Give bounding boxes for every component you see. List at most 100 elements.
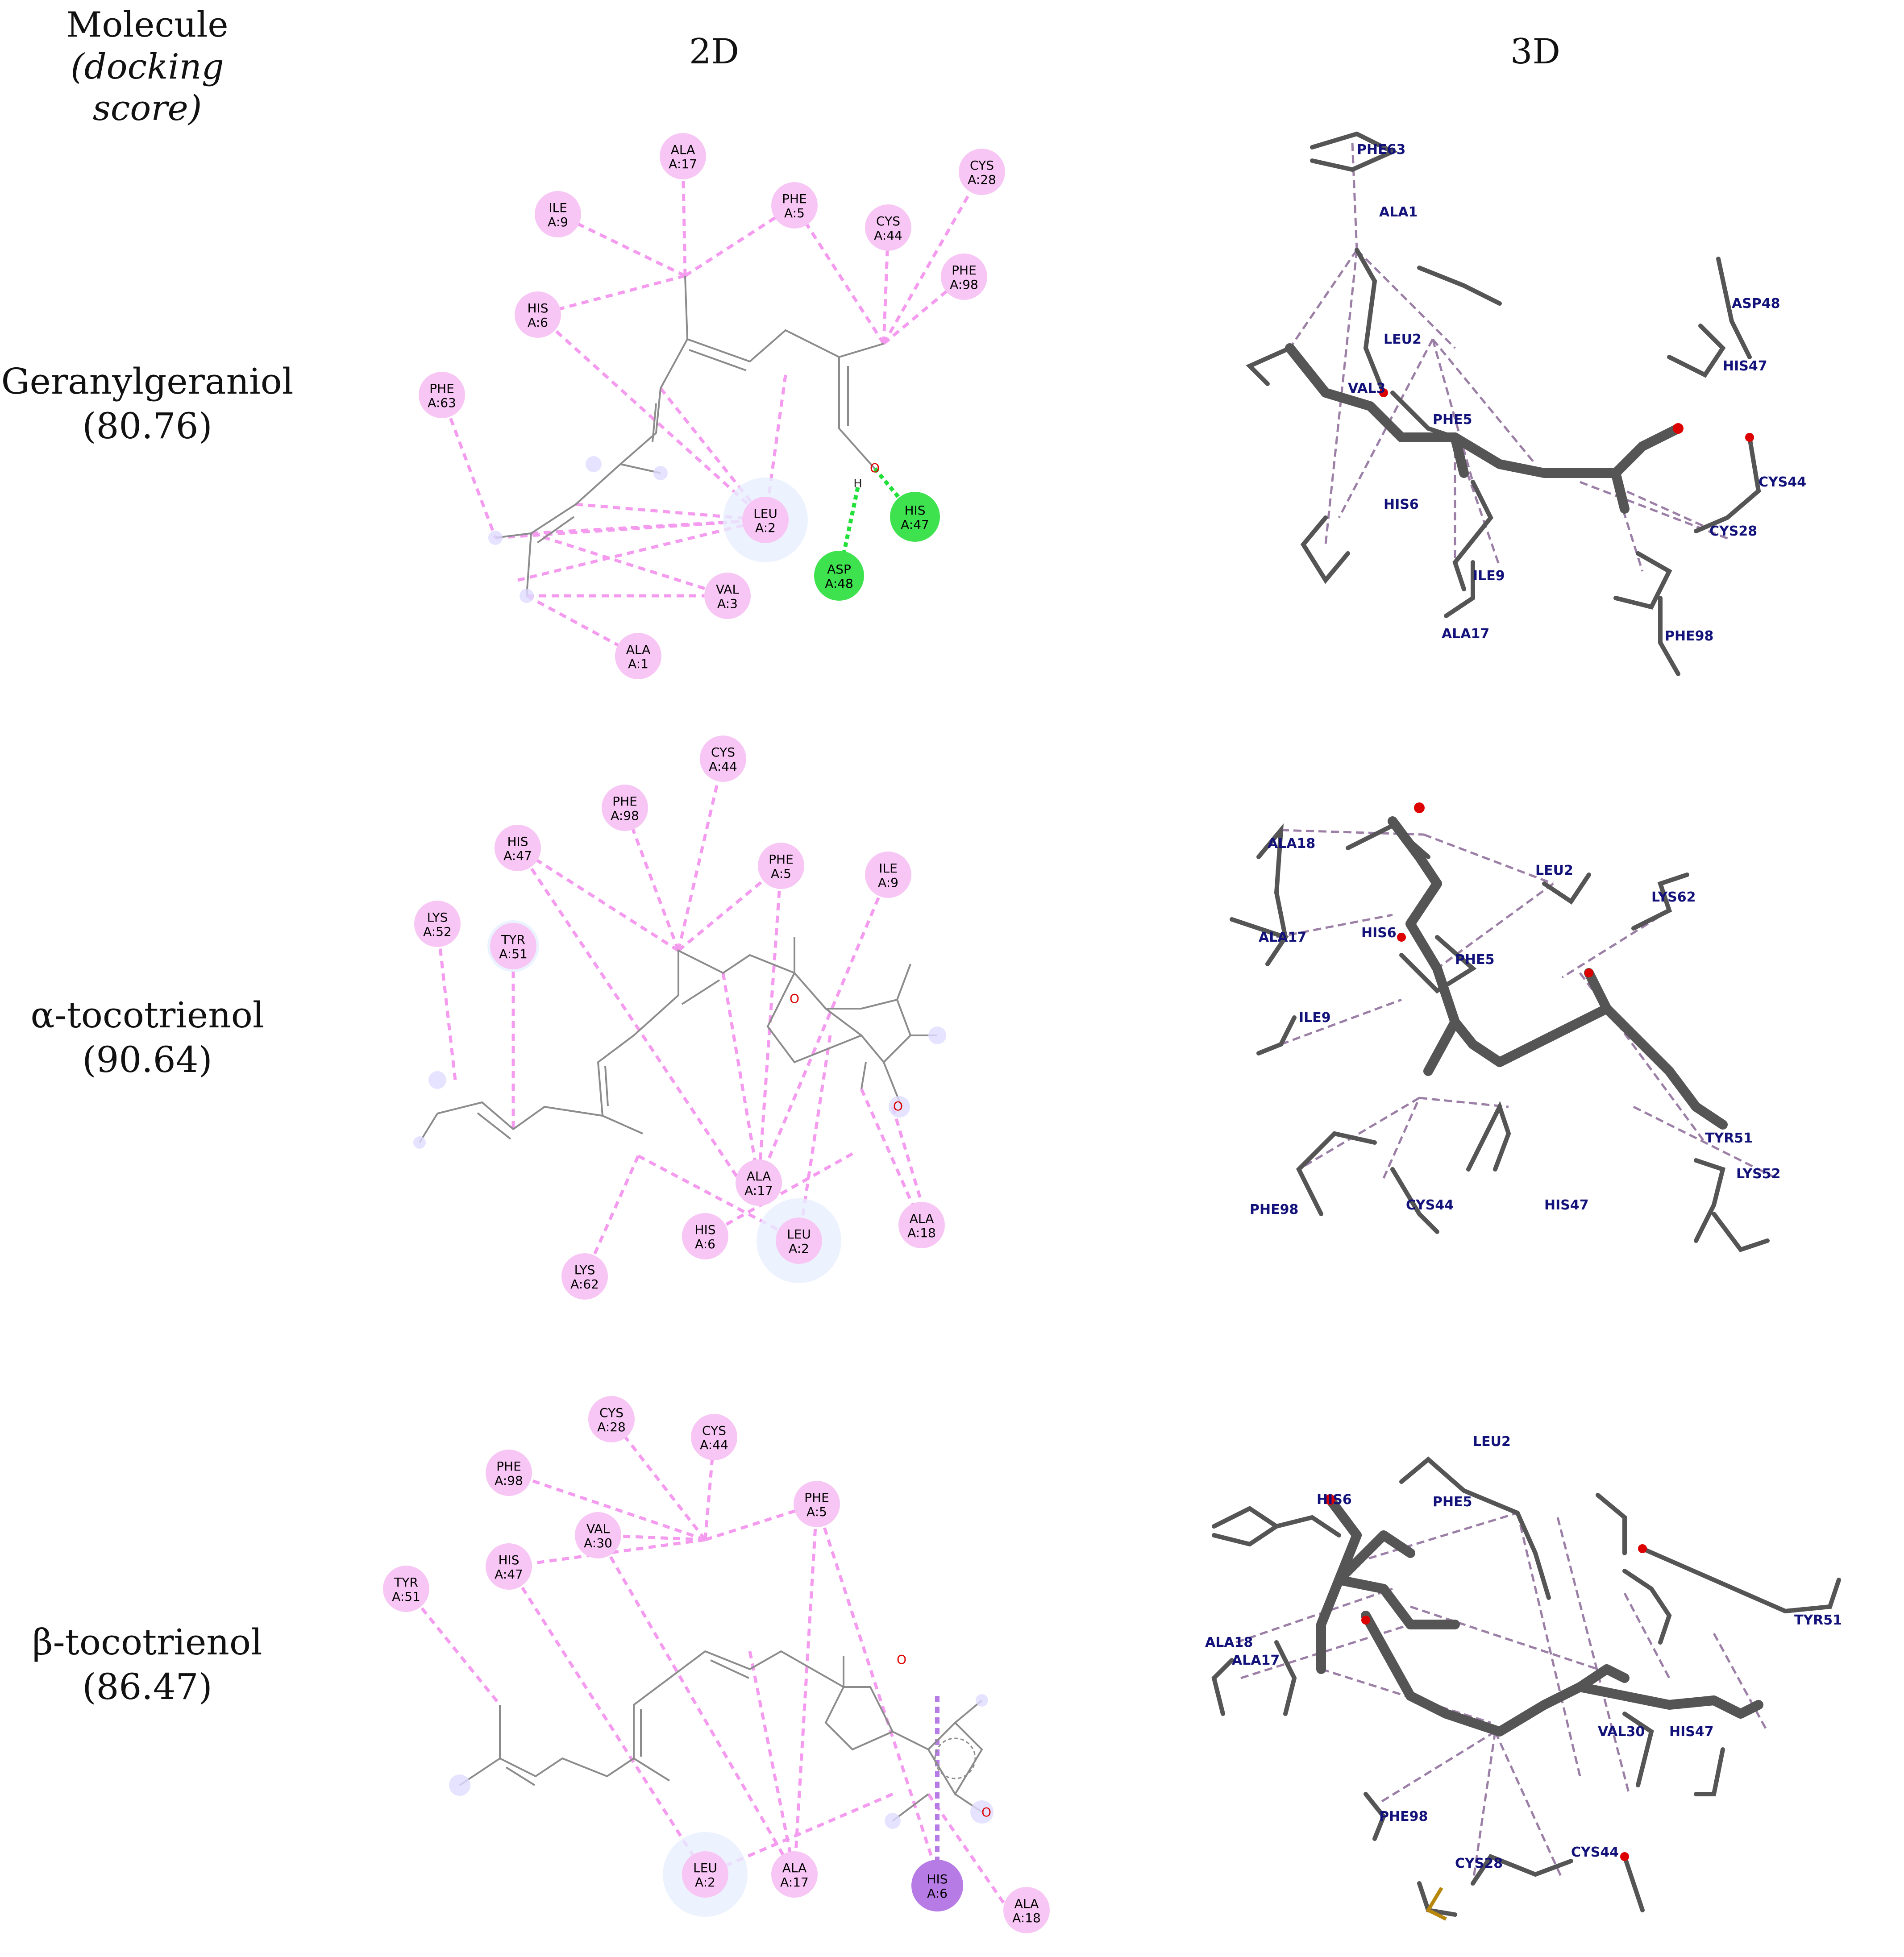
label-3d: ALA17: [1232, 1653, 1280, 1668]
svg-text:A:47: A:47: [901, 517, 929, 532]
label-3d: LYS62: [1651, 889, 1696, 905]
svg-text:A:51: A:51: [392, 1589, 420, 1604]
label-3d: LEU2: [1473, 1434, 1511, 1450]
oxygen-atom: O: [897, 1652, 906, 1667]
row-1-3d-view: PHE63 ALA1 ASP48 LEU2 HIS47 VAL3 PHE5 CY…: [1246, 131, 1806, 676]
svg-text:ALA: ALA: [782, 1861, 807, 1875]
label-3d: PHE5: [1433, 1494, 1472, 1510]
label-3d: HIS6: [1384, 497, 1419, 512]
svg-text:TYR: TYR: [501, 932, 525, 947]
svg-text:CYS: CYS: [970, 158, 994, 173]
svg-text:A:98: A:98: [611, 808, 639, 823]
svg-text:A:2: A:2: [695, 1875, 715, 1890]
label-3d: ALA18: [1205, 1635, 1253, 1650]
svg-text:ILE: ILE: [549, 200, 567, 215]
label-3d: CYS44: [1406, 1197, 1454, 1213]
label-3d: ASP48: [1732, 296, 1780, 312]
svg-text:LEU: LEU: [753, 506, 777, 521]
svg-text:A:28: A:28: [968, 172, 996, 187]
svg-text:A:5: A:5: [784, 206, 805, 220]
label-3d: TYR51: [1794, 1612, 1842, 1628]
molecule-name: Geranylgeraniol: [1, 361, 294, 402]
label-3d: PHE98: [1250, 1202, 1298, 1217]
svg-text:HIS: HIS: [694, 1222, 715, 1237]
label-3d: PHE5: [1433, 412, 1472, 428]
svg-text:HIS: HIS: [927, 1872, 948, 1886]
svg-text:A:51: A:51: [499, 947, 528, 961]
svg-text:ALA: ALA: [671, 142, 695, 157]
header-molecule: Molecule (docking score): [40, 4, 254, 130]
svg-text:A:47: A:47: [503, 848, 532, 863]
svg-text:VAL: VAL: [716, 582, 740, 597]
svg-text:A:44: A:44: [709, 759, 737, 774]
row-3-3d-view: LEU2 HIS6 PHE5 TYR51 ALA18 ALA17 VAL30 H…: [1205, 1434, 1842, 1921]
svg-text:VAL: VAL: [586, 1521, 610, 1536]
svg-text:A:6: A:6: [927, 1886, 948, 1901]
svg-text:ALA: ALA: [910, 1211, 934, 1226]
svg-text:A:63: A:63: [428, 395, 456, 410]
header-3d: 3D: [1510, 32, 1561, 72]
svg-text:A:28: A:28: [597, 1420, 626, 1434]
svg-text:PHE: PHE: [496, 1459, 521, 1474]
label-3d: LYS52: [1736, 1166, 1781, 1182]
label-3d: PHE98: [1665, 628, 1713, 644]
row-3-molecule: β-tocotrienol (86.47): [0, 1620, 295, 1709]
svg-text:CYS: CYS: [711, 745, 735, 760]
label-3d: LEU2: [1535, 863, 1573, 878]
header-molecule-label: Molecule: [66, 5, 229, 45]
svg-text:PHE: PHE: [612, 794, 637, 809]
label-3d: ALA17: [1259, 930, 1306, 945]
svg-text:LYS: LYS: [427, 910, 448, 925]
svg-text:A:6: A:6: [695, 1237, 715, 1251]
oxygen-atom: O: [981, 1805, 991, 1820]
svg-text:PHE: PHE: [804, 1490, 829, 1505]
label-3d: ILE9: [1473, 568, 1505, 584]
row-2-molecule: α-tocotrienol (90.64): [0, 993, 295, 1082]
header-docking-score: (docking score): [71, 46, 224, 129]
svg-text:A:52: A:52: [423, 924, 452, 939]
svg-text:A:6: A:6: [528, 315, 548, 330]
label-3d: CYS44: [1571, 1845, 1619, 1860]
label-3d: PHE63: [1357, 142, 1405, 158]
svg-text:A:44: A:44: [874, 228, 902, 243]
svg-text:PHE: PHE: [952, 263, 977, 278]
svg-text:A:17: A:17: [744, 1183, 773, 1198]
svg-text:A:30: A:30: [584, 1536, 612, 1550]
label-3d: ALA18: [1268, 836, 1315, 852]
svg-text:A:47: A:47: [495, 1567, 523, 1582]
header-2d: 2D: [689, 32, 740, 72]
svg-text:A:2: A:2: [755, 520, 776, 535]
svg-text:PHE: PHE: [429, 381, 454, 396]
svg-text:A:62: A:62: [570, 1277, 599, 1292]
docking-score: (80.76): [82, 405, 212, 447]
svg-text:A:17: A:17: [669, 157, 697, 171]
svg-text:HIS: HIS: [498, 1553, 519, 1567]
svg-text:A:9: A:9: [548, 215, 568, 229]
label-3d: HIS6: [1317, 1492, 1352, 1508]
label-3d: CYS44: [1758, 474, 1806, 490]
label-3d: PHE98: [1379, 1809, 1428, 1824]
label-3d: ALA1: [1379, 204, 1418, 220]
svg-text:CYS: CYS: [599, 1405, 624, 1420]
svg-text:CYS: CYS: [702, 1423, 726, 1438]
